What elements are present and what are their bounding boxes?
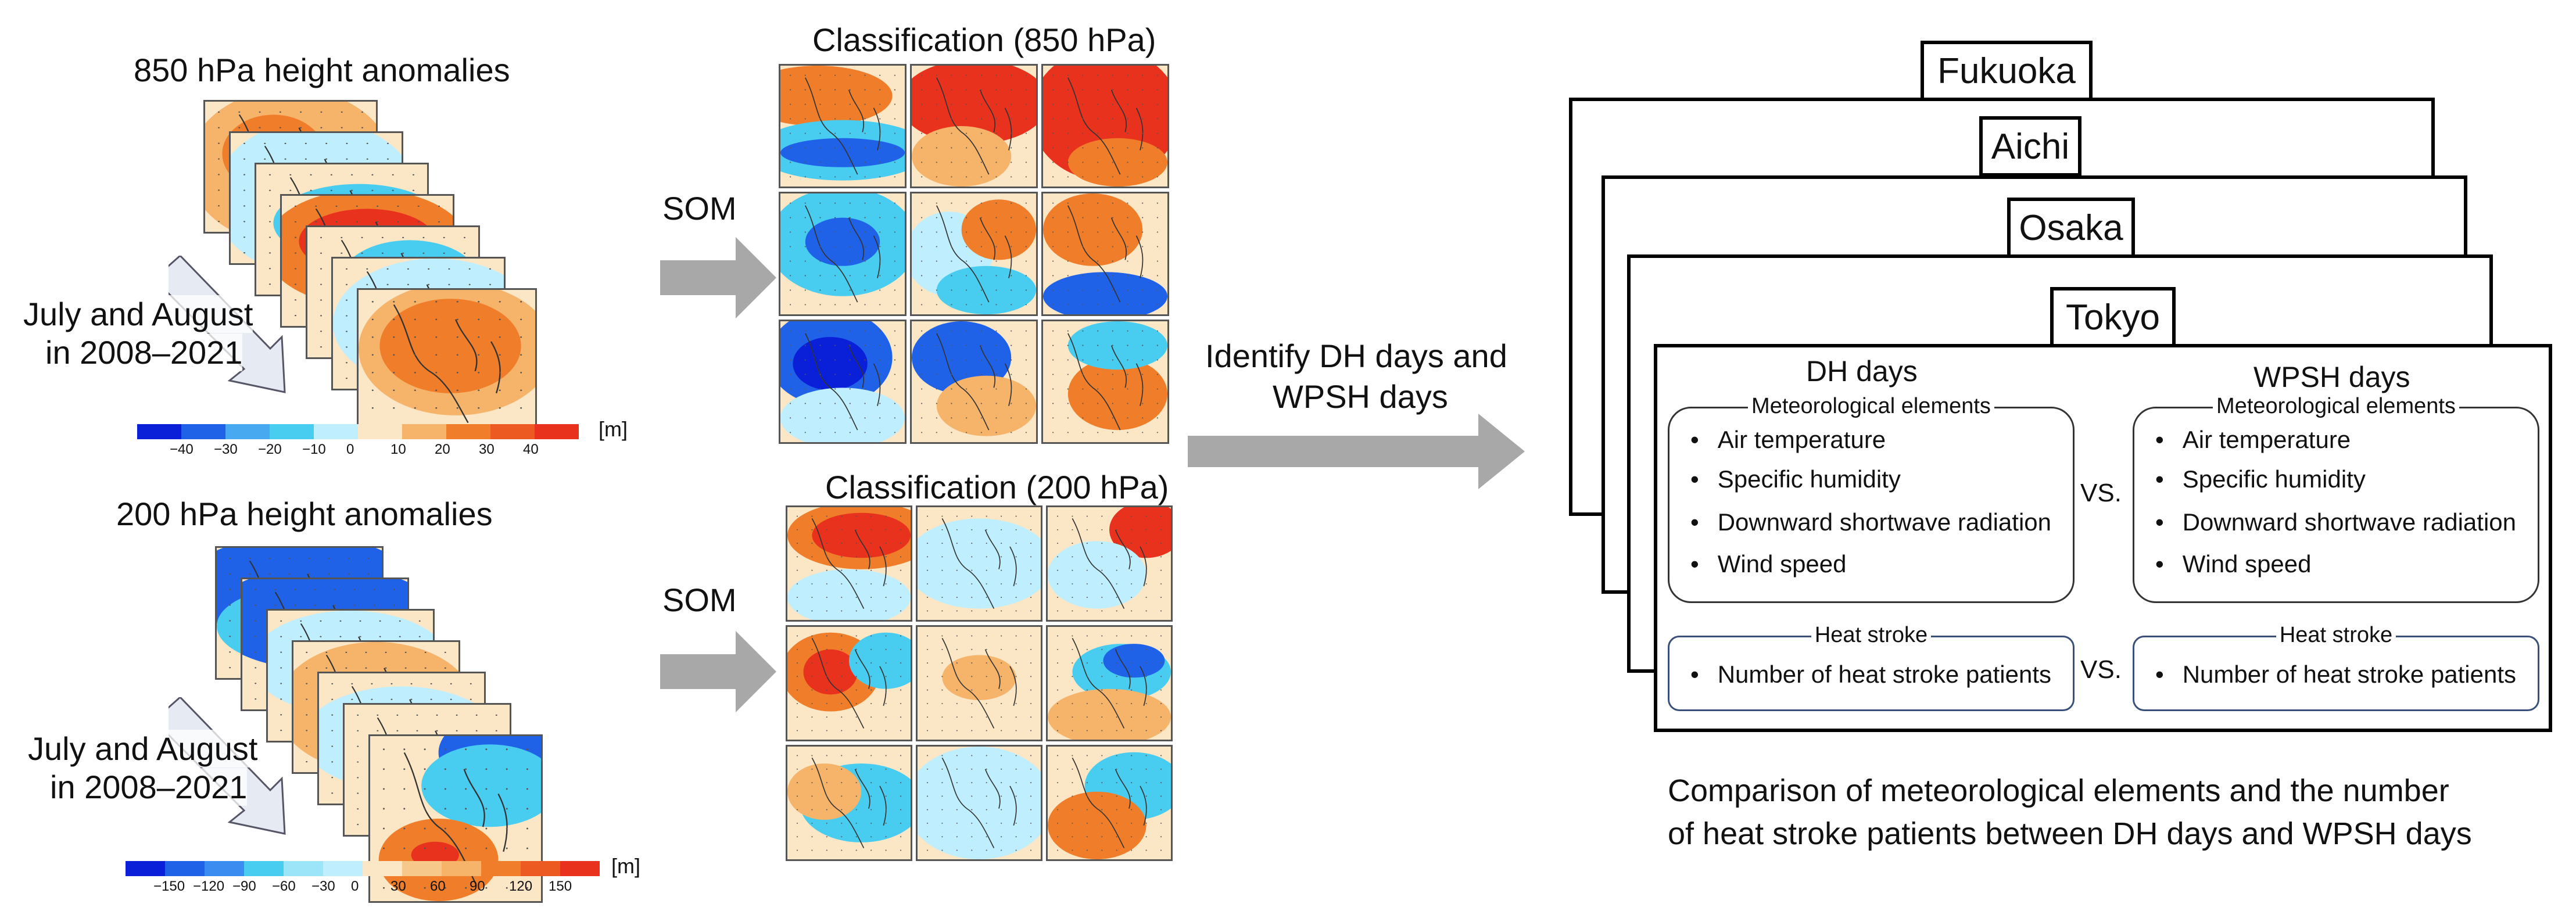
colorbar-850: [137, 424, 579, 439]
som-node-850-1-3: [1041, 64, 1169, 188]
wpsh-item-heatstroke-patients: Number of heat stroke patients: [2155, 661, 2516, 688]
wpsh-item-shortwave-radiation: Downward shortwave radiation: [2155, 508, 2516, 536]
ticks200-label: 0: [351, 878, 359, 894]
ticks850-label: −40: [170, 442, 194, 457]
identify-label-line1: Identify DH days and: [1205, 338, 1507, 374]
som-node-200-1-1: [786, 505, 912, 622]
dh-item-shortwave-radiation: Downward shortwave radiation: [1690, 508, 2051, 536]
som-arrow-bottom: [660, 631, 776, 712]
som-node-200-2-1: [786, 625, 912, 741]
dh-item-specific-humidity: Specific humidity: [1690, 465, 1901, 493]
wpsh-item-air-temperature: Air temperature: [2155, 426, 2351, 454]
city-label-osaka: Osaka: [2007, 198, 2135, 258]
anomaly-map-200-7: [368, 734, 543, 903]
ticks850-label: 0: [346, 442, 354, 457]
anomaly-map-850-7: [357, 288, 537, 439]
wpsh-meteorological-title: Meteorological elements: [2213, 394, 2459, 418]
dh-days-header: DH days: [1806, 355, 1918, 388]
som-node-200-2-3: [1046, 625, 1173, 741]
dh-meteorological-group: Meteorological elements Air temperature …: [1668, 394, 2075, 603]
som-node-200-3-1: [786, 745, 912, 861]
ticks850-label: 30: [479, 442, 495, 457]
dh-item-heatstroke-patients: Number of heat stroke patients: [1690, 661, 2051, 688]
som-node-200-1-2: [916, 505, 1042, 622]
period-200-line2: in 2008–2021: [50, 768, 248, 806]
dh-heatstroke-group: Heat stroke Number of heat stroke patien…: [1668, 623, 2075, 711]
ticks200-label: −150: [153, 878, 185, 894]
ticks850-label: −20: [258, 442, 282, 457]
ticks850-label: −10: [302, 442, 326, 457]
colorbar-200: [126, 861, 600, 876]
som-node-850-3-1: [779, 320, 907, 444]
som-node-200-3-3: [1046, 745, 1173, 861]
title-200-anomalies: 200 hPa height anomalies: [116, 496, 493, 532]
city-label-tokyo: Tokyo: [2050, 287, 2176, 347]
wpsh-days-header: WPSH days: [2253, 361, 2410, 393]
city-label-fukuoka: Fukuoka: [1921, 41, 2093, 101]
ticks200-label: −90: [232, 878, 256, 894]
som-node-200-2-2: [916, 625, 1042, 741]
colorbar-850-unit: [m]: [599, 417, 628, 441]
colorbar-200-unit: [m]: [611, 854, 640, 878]
ticks850-label: 20: [435, 442, 450, 457]
dh-meteorological-title: Meteorological elements: [1748, 394, 1994, 418]
wpsh-meteorological-group: Meteorological elements Air temperature …: [2133, 394, 2539, 603]
som-node-200-1-3: [1046, 505, 1173, 622]
ticks850-label: −30: [214, 442, 238, 457]
ticks200-label: 60: [430, 878, 446, 894]
wpsh-heatstroke-group: Heat stroke Number of heat stroke patien…: [2133, 623, 2539, 711]
classification-200-title: Classification (200 hPa): [825, 469, 1169, 505]
period-850-line1: July and August: [23, 295, 253, 333]
ticks850-label: 40: [523, 442, 539, 457]
city-label-aichi: Aichi: [1979, 116, 2081, 177]
ticks200-label: 30: [390, 878, 406, 894]
dh-item-air-temperature: Air temperature: [1690, 426, 1886, 454]
ticks200-label: 120: [509, 878, 533, 894]
ticks200-label: 90: [470, 878, 485, 894]
som-node-850-2-3: [1041, 192, 1169, 316]
period-850-line2: in 2008–2021: [45, 333, 243, 371]
vs-heatstroke: VS.: [2080, 655, 2122, 684]
period-200-line1: July and August: [28, 730, 258, 767]
classification-850-title: Classification (850 hPa): [812, 21, 1156, 58]
title-850-anomalies: 850 hPa height anomalies: [134, 52, 510, 88]
som-node-850-1-1: [779, 64, 907, 188]
ticks200-label: −30: [311, 878, 335, 894]
wpsh-heatstroke-title: Heat stroke: [2276, 623, 2396, 647]
som-label-top: SOM: [662, 190, 737, 227]
wpsh-item-wind-speed: Wind speed: [2155, 550, 2312, 578]
wpsh-item-specific-humidity: Specific humidity: [2155, 465, 2366, 493]
som-node-200-3-2: [916, 745, 1042, 861]
som-node-850-2-1: [779, 192, 907, 316]
ticks200-label: 150: [549, 878, 572, 894]
ticks850-label: 10: [390, 442, 406, 457]
ticks200-label: −60: [272, 878, 296, 894]
caption-line2: of heat stroke patients between DH days …: [1668, 816, 2472, 851]
caption-line1: Comparison of meteorological elements an…: [1668, 773, 2449, 808]
identify-arrow: [1188, 414, 1525, 489]
som-node-850-3-2: [910, 320, 1038, 444]
vs-meteorological: VS.: [2080, 479, 2122, 507]
som-node-850-1-2: [910, 64, 1038, 188]
som-arrow-top: [660, 237, 776, 318]
ticks200-label: −120: [193, 878, 225, 894]
som-node-850-3-3: [1041, 320, 1169, 444]
som-node-850-2-2: [910, 192, 1038, 316]
dh-item-wind-speed: Wind speed: [1690, 550, 1847, 578]
som-label-bottom: SOM: [662, 582, 737, 618]
identify-label-line2: WPSH days: [1273, 378, 1448, 415]
dh-heatstroke-title: Heat stroke: [1811, 623, 1932, 647]
